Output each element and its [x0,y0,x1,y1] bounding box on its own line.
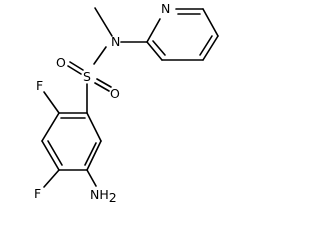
bond-benz-c6-c1 [86,112,102,142]
bond-pyr-c3-c2 [146,41,163,61]
atom-n-pyridine: N [161,1,170,16]
bond-pyr-double-2 [199,35,213,56]
bonds [41,7,219,188]
bond-pyr-c2-n [146,18,161,43]
bond-pyr-c5-c4 [202,35,219,61]
bond-benz-c2-c3 [41,112,60,142]
atom-o-bottom: O [110,86,120,101]
bond-n-methyl [94,7,113,37]
bond-s-o-bottom-b [94,82,110,92]
bond-c4-f [43,169,60,188]
bond-s-o-bottom-a [96,78,112,88]
bond-c5-nh2 [86,169,97,187]
bond-s-o-top-b [67,65,82,75]
atom-s: S [83,69,91,84]
atom-nh2-subscript: 2 [109,190,117,205]
bond-pyr-c6-c5 [202,8,219,37]
atom-labels: N N S O O F F NH2 [34,1,170,205]
bond-n-s [93,46,107,65]
bond-benz-c5-c6 [86,140,102,171]
bond-c2-f [43,91,60,114]
bond-benz-double-2 [47,140,63,166]
atom-nh2-main: NH [90,187,109,202]
atom-n-amide: N [111,34,120,49]
bond-benz-c3-c4 [41,140,60,171]
bond-benz-double-3 [84,142,97,166]
bond-s-o-top-a [69,61,84,71]
bond-pyr-double-3 [152,40,166,56]
chemical-structure-diagram: N N S O O F F NH2 [34,1,219,205]
atom-f-bottom: F [34,186,41,201]
atom-o-top: O [56,55,66,70]
atom-f-top: F [36,78,43,93]
atom-nh2: NH2 [90,187,117,205]
